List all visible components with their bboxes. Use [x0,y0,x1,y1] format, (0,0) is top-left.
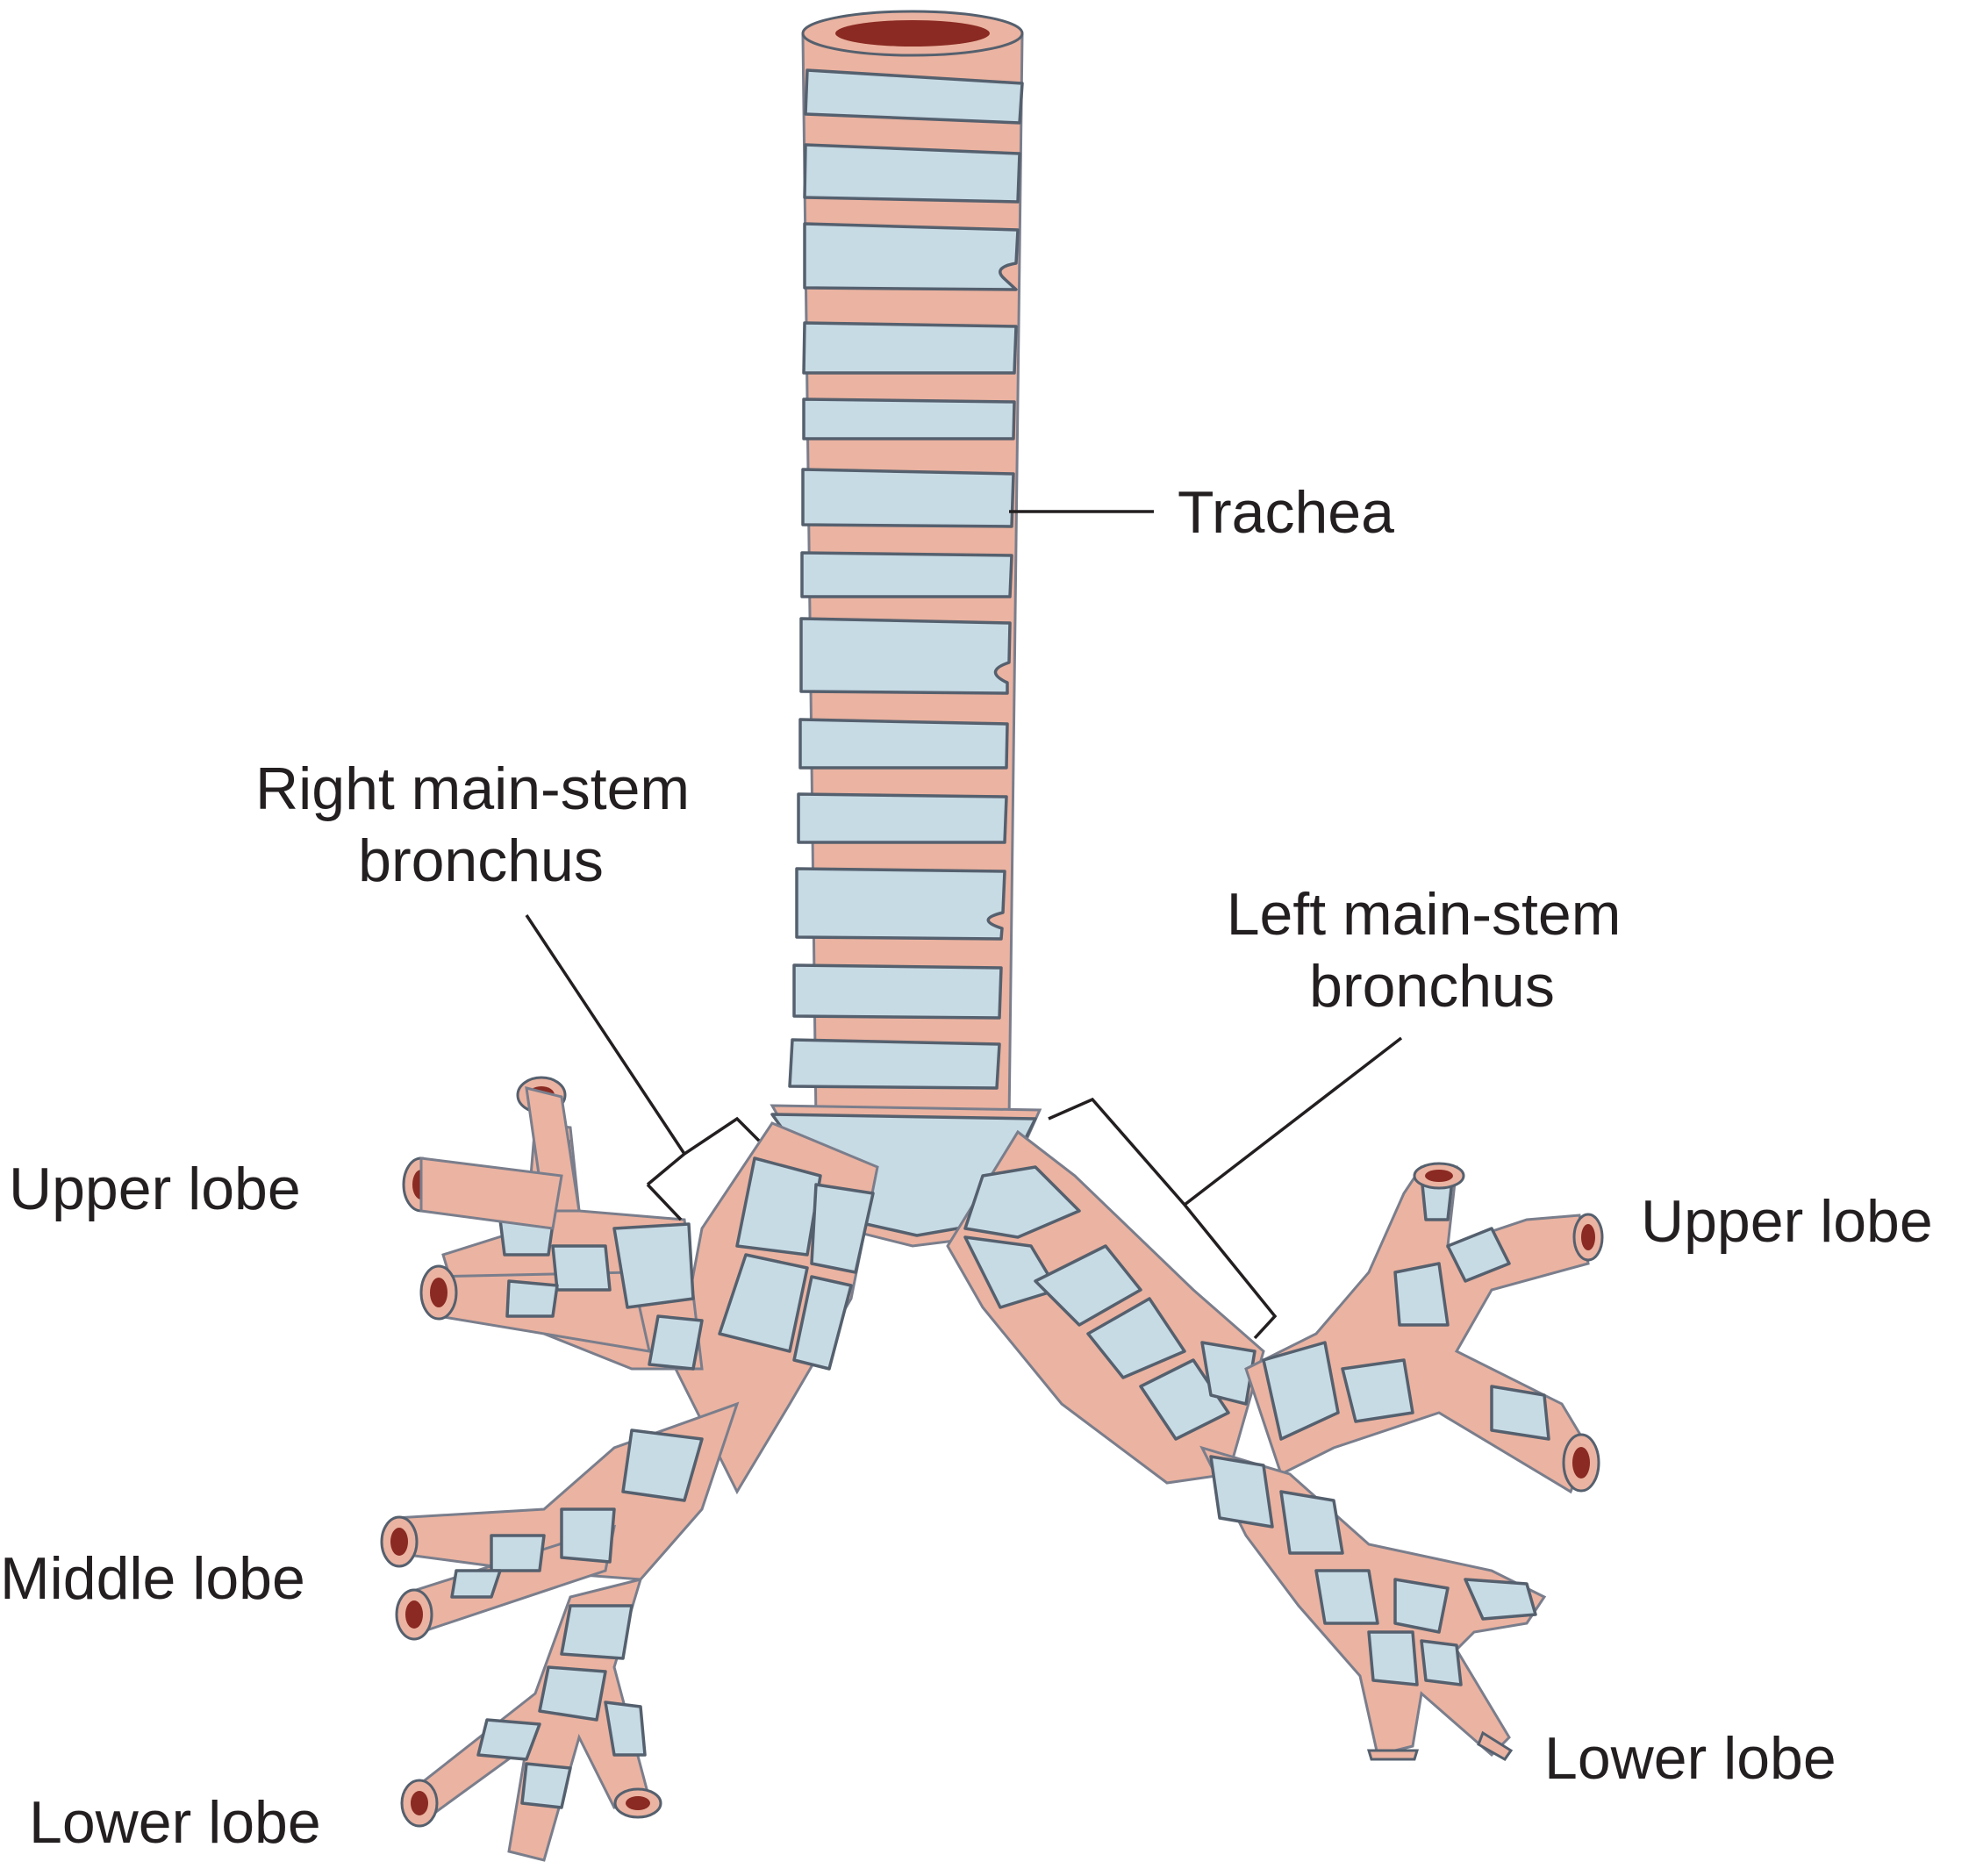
label-right-bronchus-line2: bronchus [358,827,604,894]
label-left-lower-lobe: Lower lobe [1544,1725,1836,1792]
right-main-stem-bronchus [674,1121,879,1495]
label-right-upper-lobe: Upper lobe [9,1156,301,1222]
label-left-bronchus-line1: Left main-stem [1227,881,1622,948]
left-main-stem-bronchus [946,1129,1265,1485]
right-bronchus-bracket-tick [646,1183,683,1221]
label-right-bronchus-line1: Right main-stem [255,755,690,822]
label-left-bronchus-line2: bronchus [1309,953,1555,1020]
trachea-cartilage-rings [788,68,1024,1090]
trachea-lumen [835,20,990,47]
right-bronchus-bracket [646,1116,761,1186]
right-lower-lobe-bronchi [400,1577,662,1862]
right-upper-lobe-bronchi [402,1076,704,1371]
right-bronchus-leader-line [525,914,686,1155]
left-upper-lobe-bronchi [1244,1162,1604,1494]
left-lower-orifice-2 [1477,1730,1514,1761]
right-middle-lobe-bronchi [380,1401,740,1641]
label-right-bronchus: Right main-stem bronchus [255,755,706,894]
label-right-middle-lobe: Middle lobe [0,1545,305,1612]
trachea [788,10,1024,1125]
left-lower-lobe-bronchi [1199,1445,1547,1761]
left-lower-orifice-1 [1366,1749,1420,1761]
label-left-bronchus: Left main-stem bronchus [1227,881,1638,1020]
left-bronchus-leader-line [1183,1036,1403,1207]
label-left-upper-lobe: Upper lobe [1641,1188,1933,1255]
label-right-lower-lobe: Lower lobe [29,1789,321,1856]
label-trachea: Trachea [1178,479,1394,546]
